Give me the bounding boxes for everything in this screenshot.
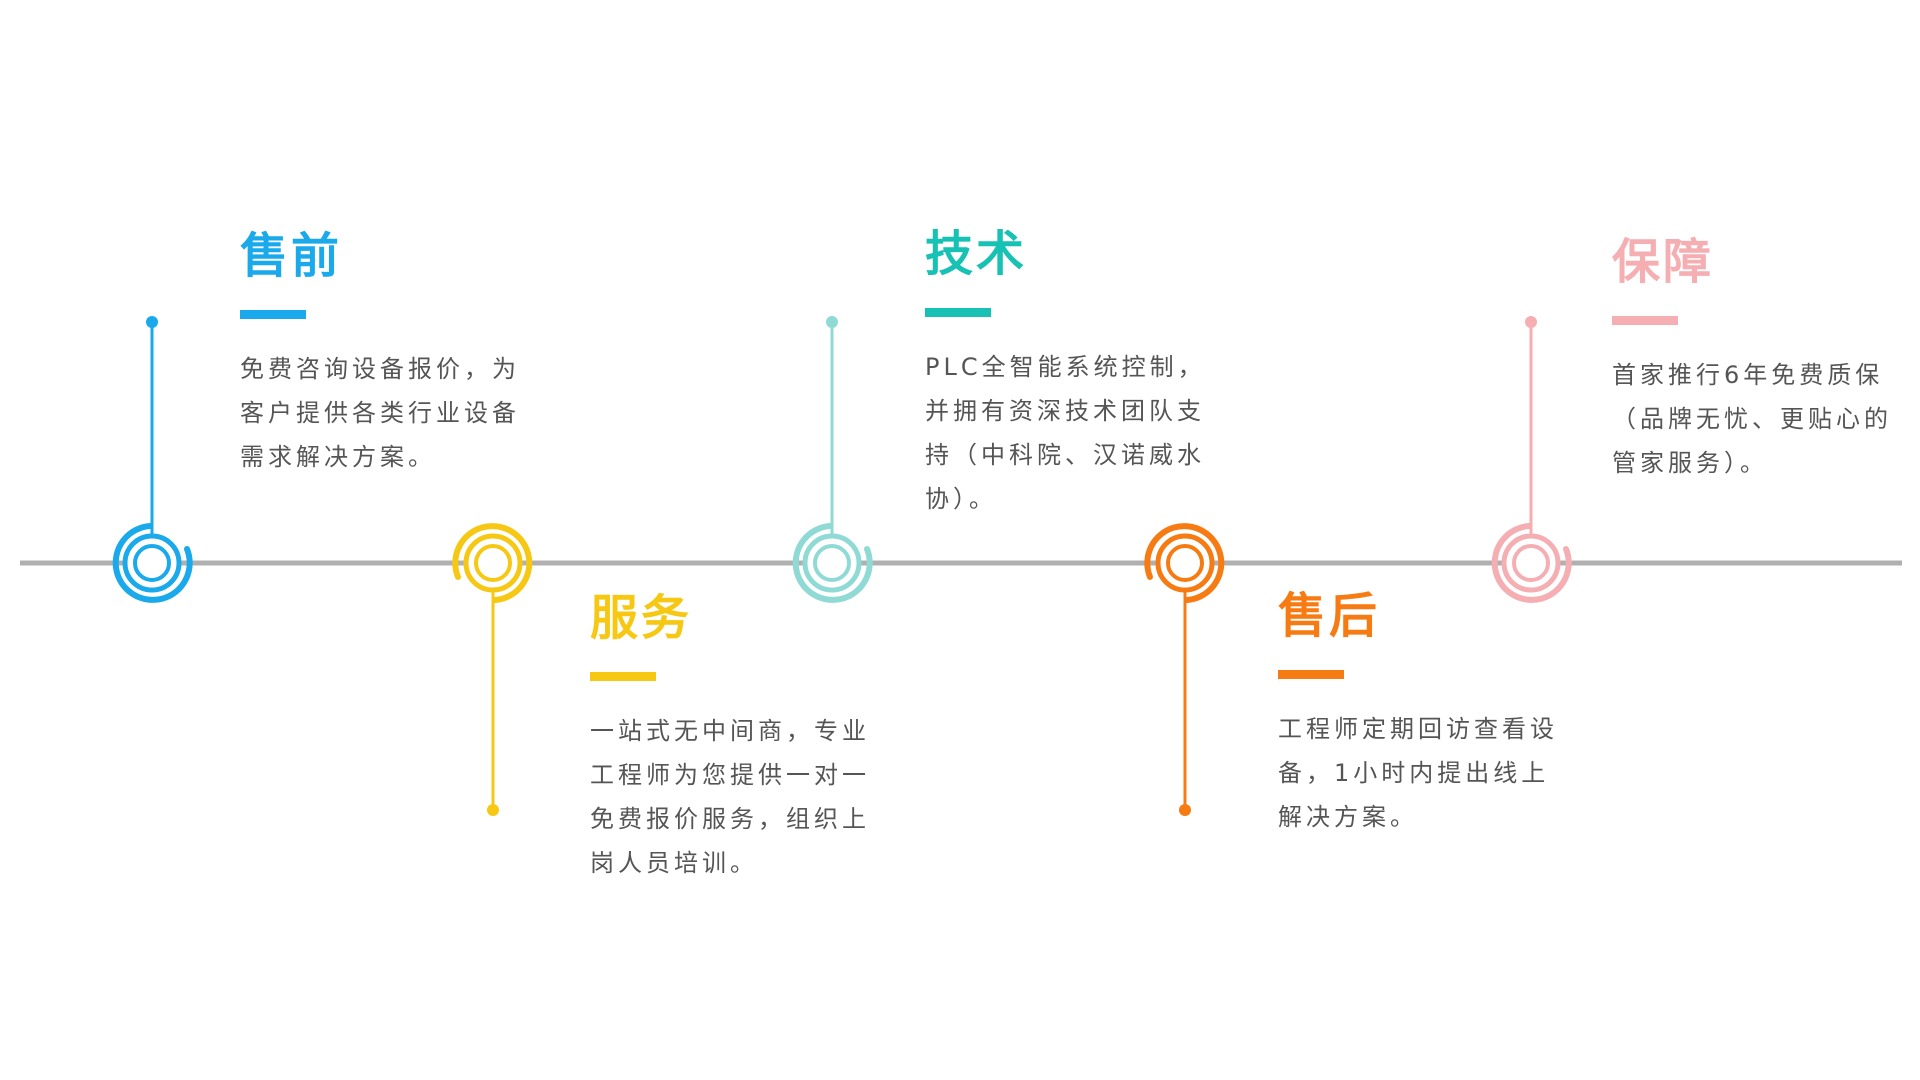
node-end-dot	[826, 316, 838, 328]
stage-description: PLC全智能系统控制， 并拥有资深技术团队支 持（中科院、汉诺威水 协）。	[925, 353, 1206, 513]
stage-description: 免费咨询设备报价，为 客户提供各类行业设备 需求解决方案。	[240, 355, 520, 471]
stage-technology: 技术 PLC全智能系统控制， 并拥有资深技术团队支 持（中科院、汉诺威水 协）。	[925, 226, 1215, 521]
timeline-node-service	[452, 523, 533, 816]
node-end-dot	[487, 804, 499, 816]
node-outer-ring	[112, 523, 193, 603]
node-end-dot	[1179, 804, 1191, 816]
stage-aftersale: 售后 工程师定期回访查看设 备，1小时内提出线上 解决方案。	[1278, 588, 1568, 839]
stage-guarantee: 保障 首家推行6年免费质保 （品牌无忧、更贴心的 管家服务）。	[1612, 234, 1902, 485]
stage-service: 服务 一站式无中间商，专业 工程师为您提供一对一 免费报价服务，组织上 岗人员培…	[590, 590, 880, 885]
stage-description: 一站式无中间商，专业 工程师为您提供一对一 免费报价服务，组织上 岗人员培训。	[590, 717, 870, 877]
node-inner-ring	[133, 544, 171, 582]
stage-presale: 售前 免费咨询设备报价，为 客户提供各类行业设备 需求解决方案。	[240, 228, 530, 479]
node-end-dot	[146, 316, 158, 328]
timeline-nodes	[112, 316, 1572, 816]
node-outer-ring	[452, 523, 533, 603]
stage-underline	[1278, 670, 1344, 679]
stage-underline	[240, 310, 306, 319]
node-outer-ring	[792, 523, 873, 603]
stage-title: 服务	[590, 590, 693, 646]
stage-title: 保障	[1612, 234, 1715, 290]
stage-underline	[1612, 316, 1678, 325]
node-outer-ring	[1491, 523, 1572, 603]
timeline-node-guarantee	[1491, 316, 1572, 603]
timeline-node-aftersale	[1144, 523, 1225, 816]
stage-description: 工程师定期回访查看设 备，1小时内提出线上 解决方案。	[1278, 715, 1558, 831]
stage-underline	[590, 672, 656, 681]
stage-title: 技术	[925, 226, 1028, 282]
node-end-dot	[1525, 316, 1537, 328]
node-inner-ring	[474, 544, 512, 582]
node-inner-ring	[1512, 544, 1550, 582]
timeline-node-technology	[792, 316, 873, 603]
stage-title: 售前	[240, 228, 343, 284]
node-outer-ring	[1144, 523, 1225, 603]
stage-title: 售后	[1278, 588, 1381, 644]
node-inner-ring	[1166, 544, 1204, 582]
timeline-node-presale	[112, 316, 193, 603]
stage-description: 首家推行6年免费质保 （品牌无忧、更贴心的 管家服务）。	[1612, 361, 1892, 477]
node-inner-ring	[813, 544, 851, 582]
stage-underline	[925, 308, 991, 317]
